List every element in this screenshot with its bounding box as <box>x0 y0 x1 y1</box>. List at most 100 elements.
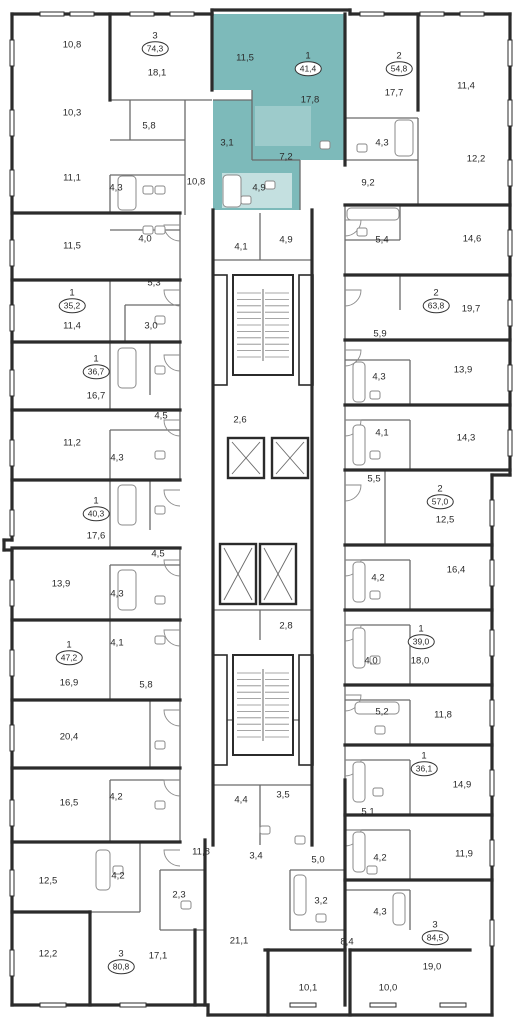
sink <box>356 227 368 237</box>
window <box>507 299 513 327</box>
room-area-label: 4,4 <box>234 794 248 806</box>
room-area-label: 11,4 <box>457 80 475 92</box>
apartment-room-count: 1 <box>418 623 424 635</box>
sink <box>319 140 331 150</box>
room-area-label: 5,4 <box>375 234 389 246</box>
room-area-label: 4,9 <box>252 182 266 194</box>
bathtub <box>394 119 414 157</box>
window <box>9 369 15 397</box>
door-swing <box>163 629 181 647</box>
bathtub <box>352 561 366 603</box>
room-area-label: 13,9 <box>453 364 473 376</box>
sink <box>240 195 252 205</box>
room-area-label: 7,2 <box>279 151 293 163</box>
window <box>507 364 513 392</box>
apartment-area-badge: 41,4 <box>294 61 322 76</box>
service-shaft <box>212 274 228 386</box>
room-area-label: 8,4 <box>340 936 354 948</box>
sink <box>374 725 386 735</box>
sink <box>154 185 166 195</box>
apartment-area-badge: 40,3 <box>82 506 110 521</box>
room-area-label: 21,1 <box>229 935 249 947</box>
sink <box>366 865 378 875</box>
room-area-label: 4,3 <box>109 182 123 194</box>
room-area-label: 17,8 <box>300 94 320 106</box>
apartment-room-count: 2 <box>437 483 443 495</box>
room-area-label: 4,0 <box>364 655 378 667</box>
room-area-label: 17,7 <box>384 87 404 99</box>
room-area-label: 11,2 <box>63 437 81 449</box>
door-swing <box>344 289 362 307</box>
interior-partitions <box>90 90 419 931</box>
room-area-label: 4,3 <box>372 371 386 383</box>
window <box>489 919 495 947</box>
room-area-label: 10,8 <box>62 39 82 51</box>
window <box>129 11 155 17</box>
room-area-label: 11,1 <box>63 172 81 184</box>
room-area-label: 4,3 <box>373 906 387 918</box>
sink <box>154 740 166 750</box>
room-area-label: 11,5 <box>236 52 254 64</box>
room-area-label: 3,5 <box>276 789 290 801</box>
window <box>489 699 495 727</box>
window <box>9 869 15 897</box>
sink <box>154 225 166 235</box>
lift-cross <box>263 547 293 601</box>
room-area-label: 11,9 <box>455 848 473 860</box>
apartment-room-count: 1 <box>305 50 311 62</box>
bathtub <box>293 874 307 916</box>
window <box>439 1002 467 1008</box>
sink <box>259 825 271 835</box>
room-area-label: 19,0 <box>422 961 442 973</box>
sink <box>369 590 381 600</box>
window <box>9 724 15 752</box>
room-area-label: 11,8 <box>434 709 452 721</box>
door-swing <box>163 289 181 307</box>
room-area-label: 5,9 <box>373 328 387 340</box>
room-area-label: 5,0 <box>311 854 325 866</box>
room-area-label: 16,5 <box>59 797 79 809</box>
bathtub <box>95 849 111 891</box>
room-area-label: 2,6 <box>233 414 247 426</box>
window <box>459 11 485 17</box>
lift-cross <box>223 547 253 601</box>
room-area-label: 4,3 <box>110 452 124 464</box>
room-area-label: 4,3 <box>375 137 389 149</box>
window <box>507 429 513 457</box>
room-area-label: 5,8 <box>139 679 153 691</box>
plumbing-fixtures <box>95 119 414 926</box>
room-area-label: 17,1 <box>148 950 168 962</box>
window <box>507 99 513 127</box>
room-area-label: 3,2 <box>314 895 328 907</box>
room-area-label: 2,8 <box>279 620 293 632</box>
room-area-label: 3,0 <box>144 320 158 332</box>
room-area-label: 10,8 <box>186 176 206 188</box>
window <box>39 1002 67 1008</box>
sink <box>154 635 166 645</box>
door-swing <box>163 489 181 507</box>
apartment-room-count: 3 <box>152 30 158 42</box>
window <box>507 39 513 67</box>
room-area-label: 4,2 <box>109 791 123 803</box>
apartment-room-count: 2 <box>396 50 402 62</box>
room-area-label: 10,1 <box>298 982 318 994</box>
room-area-label: 14,9 <box>452 779 472 791</box>
sink <box>154 505 166 515</box>
highlight-hall <box>255 106 311 146</box>
bathtub <box>117 569 137 611</box>
room-area-label: 4,1 <box>375 427 389 439</box>
room-area-label: 11,5 <box>63 240 81 252</box>
